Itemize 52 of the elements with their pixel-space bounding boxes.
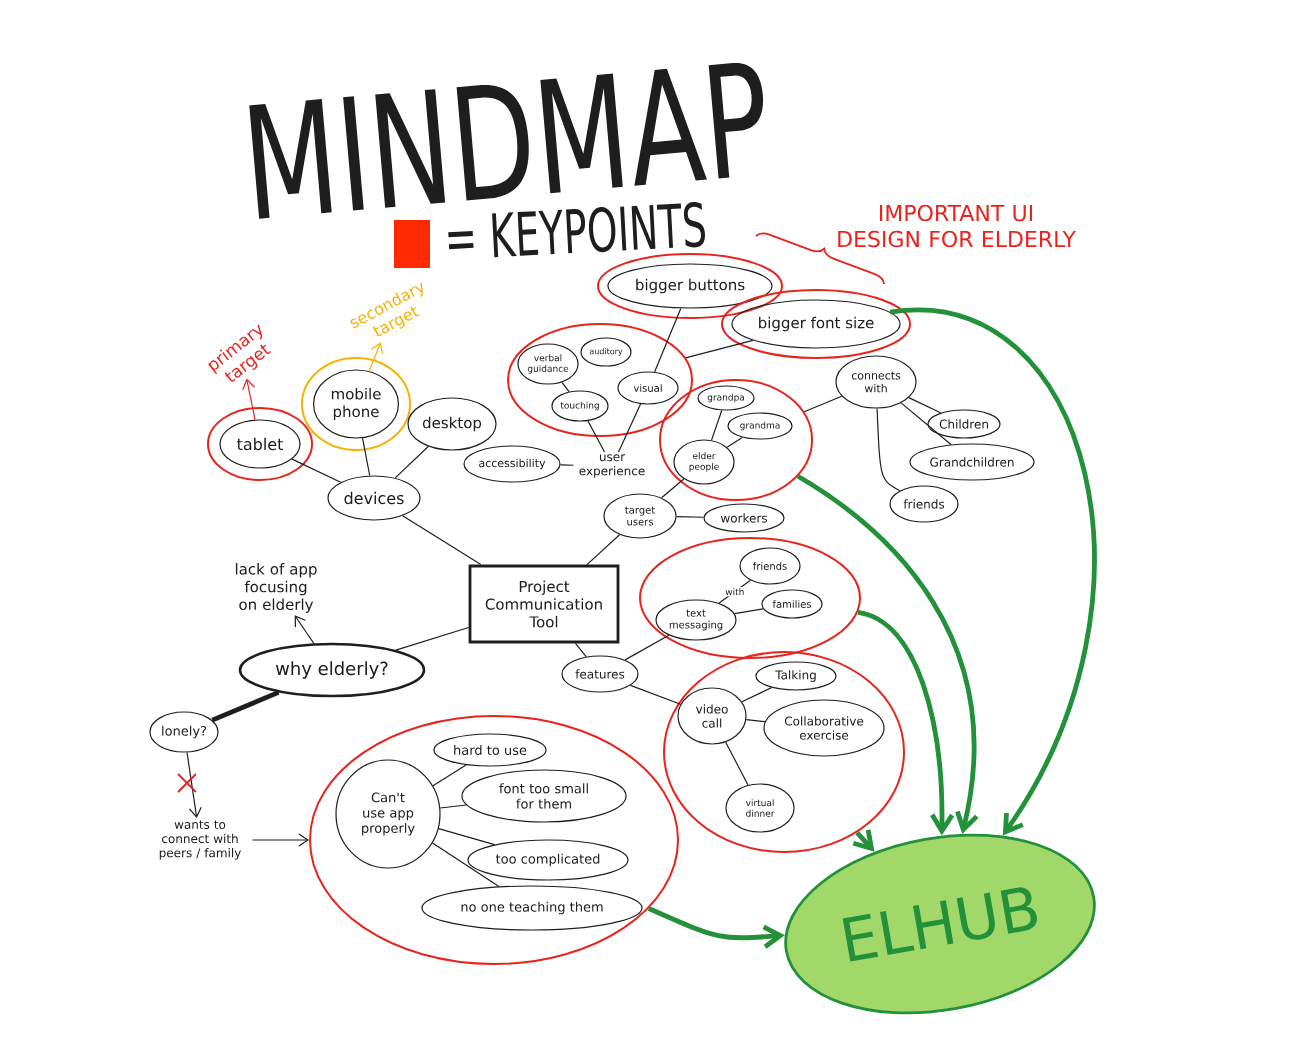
connector-line (431, 842, 500, 888)
connector-line (624, 634, 670, 661)
highlight-ring (639, 537, 861, 659)
connector-line (586, 534, 621, 566)
arrow (647, 906, 785, 949)
note-text: IMPORTANT UI DESIGN FOR ELDERLY (838, 204, 1076, 248)
arrow (294, 615, 315, 644)
highlight-ring (309, 715, 679, 965)
arrow (796, 474, 979, 834)
connector-line (710, 409, 723, 441)
connector-line (617, 403, 642, 453)
highlight-ring (507, 323, 693, 437)
arrow (857, 610, 955, 836)
connector-line (725, 741, 749, 786)
topic-oval: devices (327, 475, 421, 521)
connector-line (291, 458, 342, 483)
connector-line (908, 397, 942, 414)
highlight-ring (659, 379, 813, 501)
arrow (251, 833, 309, 847)
connector-line (361, 437, 371, 477)
connector-line (559, 464, 575, 466)
connector-line (574, 642, 587, 658)
arrow (242, 378, 256, 421)
connector-line (741, 687, 773, 703)
connector-line (900, 402, 952, 446)
connector-line (661, 478, 685, 499)
connector-line (402, 515, 482, 566)
highlighted-oval: tablet (207, 407, 313, 481)
connector-line (438, 828, 496, 846)
connector-line (803, 395, 843, 413)
arrow (186, 751, 202, 818)
connector-line (676, 516, 705, 518)
highlight-ring (663, 651, 905, 853)
connector-line (654, 307, 682, 373)
connector-line (876, 408, 901, 492)
connector-line (587, 420, 606, 453)
connector-line (629, 684, 682, 705)
connector-line (439, 804, 467, 809)
connector-line (726, 436, 743, 448)
connector-line (211, 690, 280, 723)
connector-line (685, 339, 754, 359)
connector-line (745, 719, 766, 723)
arrow (852, 829, 875, 852)
arrow (890, 308, 1096, 836)
connector-line (395, 626, 470, 651)
topic-oval: why elderly? (238, 642, 426, 698)
arrow (368, 342, 384, 372)
connector-line (394, 445, 429, 479)
connector-line (734, 608, 764, 615)
connector-line (432, 764, 467, 787)
connector-line (561, 381, 570, 393)
hub-oval: ELHUB (784, 833, 1096, 1015)
